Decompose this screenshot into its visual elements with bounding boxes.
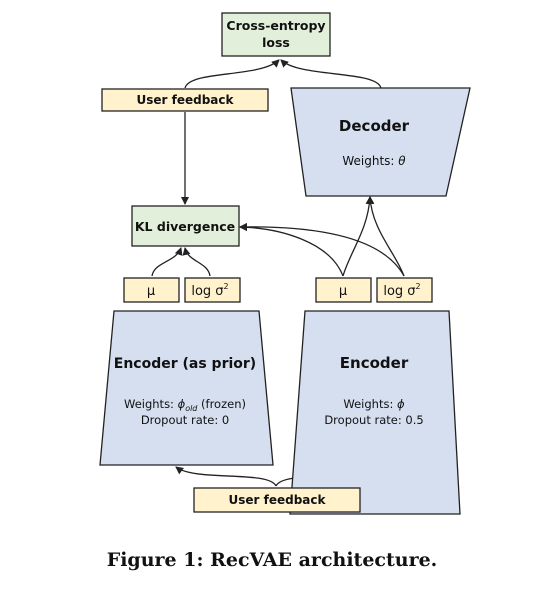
kl-divergence-node: KL divergence [131,205,240,247]
decoder-node: Decoder Weights: θ [290,87,471,197]
edge-right-mu-to-decoder [342,196,374,277]
cross-entropy-label-line2: loss [262,35,290,50]
encoder-prior-weights: Weights: ϕold (frozen) [124,397,246,413]
encoder-weights: Weights: ϕ [343,397,405,411]
edge-right-mu-to-kl [239,223,344,277]
encoder-prior-dropout: Dropout rate: 0 [141,413,229,427]
left-mu-label: μ [147,284,155,299]
encoder-node: Encoder Weights: ϕ Dropout rate: 0.5 [289,310,461,515]
edge-left-mu-to-kl [151,247,183,277]
decoder-title: Decoder [339,117,410,135]
decoder-weights: Weights: θ [342,154,406,168]
user-feedback-bottom-node: User feedback [193,487,361,513]
edge-feedback-to-loss [184,59,280,89]
encoder-title: Encoder [340,354,409,372]
edge-left-log-to-kl [182,247,211,277]
connections [151,59,405,487]
edge-right-log-to-decoder [366,196,405,277]
edge-feedback-to-encoder-prior [175,466,277,487]
edge-right-log-to-kl [239,222,405,277]
kl-divergence-label: KL divergence [135,219,235,234]
encoder-prior-title: Encoder (as prior) [114,356,256,372]
cross-entropy-node: Cross-entropy loss [221,12,331,57]
user-feedback-top-node: User feedback [101,88,269,112]
encoder-prior-node: Encoder (as prior) Weights: ϕold (frozen… [99,310,274,466]
figure-caption: Figure 1: RecVAE architecture. [107,549,438,571]
right-mu-label: μ [339,284,347,299]
right-log-sigma-node: log σ2 [376,277,433,303]
encoder-dropout: Dropout rate: 0.5 [324,413,423,427]
cross-entropy-label-line1: Cross-entropy [226,18,325,33]
user-feedback-top-label: User feedback [137,93,235,107]
user-feedback-bottom-label: User feedback [229,493,327,507]
right-log-sigma-label: log σ2 [383,282,420,299]
right-mu-node: μ [315,277,372,303]
left-log-sigma-label: log σ2 [191,282,228,299]
edge-decoder-to-loss [280,59,382,89]
left-mu-node: μ [123,277,180,303]
left-log-sigma-node: log σ2 [184,277,241,303]
